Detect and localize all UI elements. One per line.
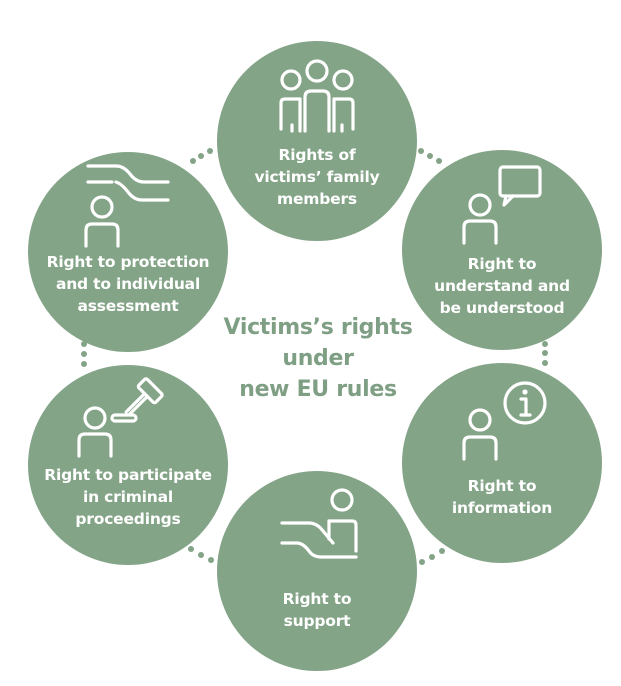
node-family-rights: Rights of victims’ family members [217, 41, 417, 241]
supporting-hand-icon [280, 488, 358, 559]
node-information-rights: Right to information [402, 363, 602, 563]
node-support-rights: Right to support [217, 471, 417, 671]
protecting-hand-icon [84, 164, 170, 248]
node-label: Right to support [282, 590, 352, 630]
gavel-person-icon [77, 377, 164, 458]
family-group-icon [279, 59, 355, 133]
node-participate-rights: Right to participate in criminal proceed… [28, 365, 228, 565]
info-person-icon [462, 381, 547, 461]
title-line: under [282, 346, 354, 371]
node-label: Right to protection and to individual as… [46, 253, 210, 315]
node-protection-rights: Right to protection and to individual as… [28, 152, 228, 352]
node-label: Right to information [451, 477, 553, 517]
diagram-title: Victims’s rights under new EU rules [200, 312, 436, 405]
title-line: Victims’s rights [223, 315, 413, 340]
node-label: Rights of victims’ family members [254, 146, 380, 208]
node-label: Right to understand and be understood [434, 255, 570, 317]
title-line: new EU rules [239, 377, 397, 402]
node-label: Right to participate in criminal proceed… [44, 466, 212, 528]
node-understand-rights: Right to understand and be understood [402, 150, 602, 350]
speech-bubble-person-icon [462, 165, 542, 245]
